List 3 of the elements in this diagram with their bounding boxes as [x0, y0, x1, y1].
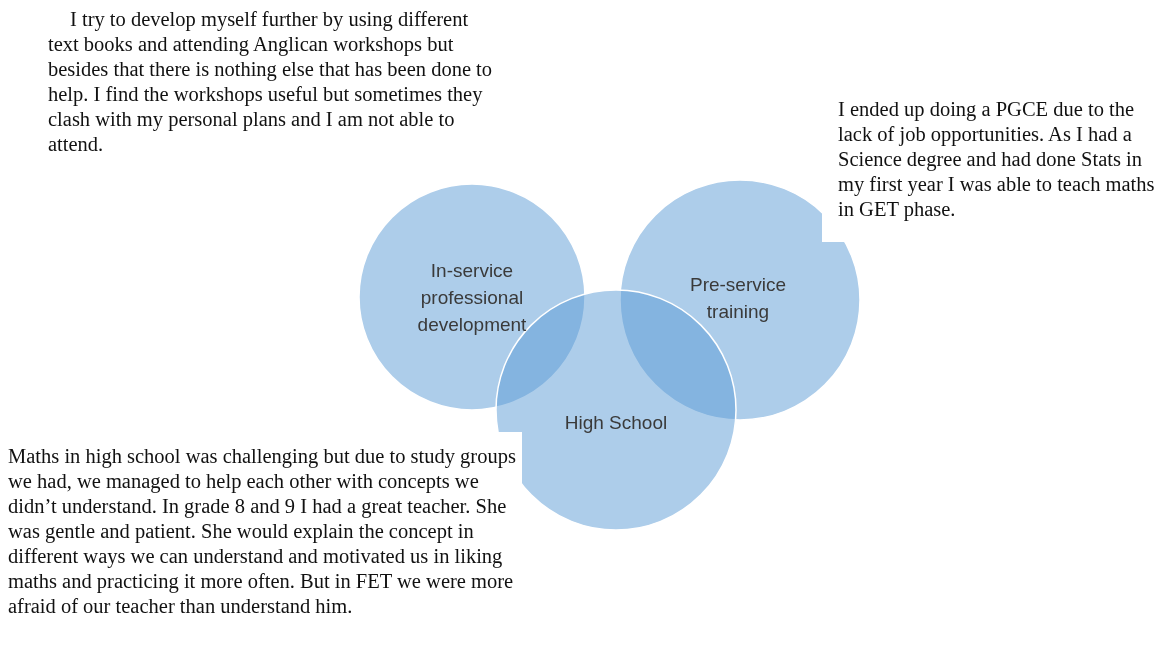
circle-label: Pre-service training: [688, 273, 788, 324]
circle-label: High School: [563, 410, 669, 435]
circle-label: In-service professional development: [416, 258, 528, 337]
